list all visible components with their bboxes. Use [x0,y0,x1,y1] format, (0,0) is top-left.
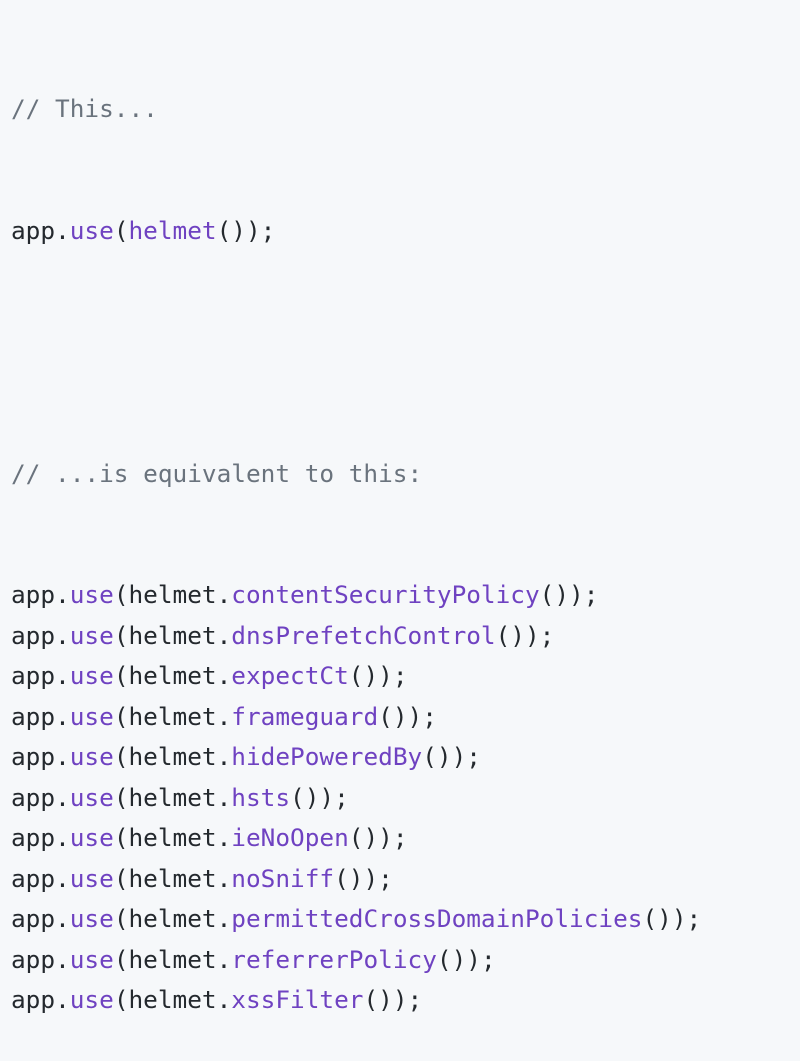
code-dot: . [55,661,70,690]
code-dot: . [55,904,70,933]
code-object: app [11,782,56,812]
code-method: use [69,823,114,852]
code-helmet-ref: (helmet. [113,823,232,852]
code-method: use [69,661,114,690]
code-helmet-ref: (helmet. [113,944,232,974]
code-helmet-ref: (helmet. [113,701,232,731]
code-method: use [69,782,114,812]
code-dot: . [55,620,70,650]
code-function: referrerPolicy [231,944,437,974]
code-helmet-ref: (helmet. [113,782,232,812]
code-method: use [69,580,114,609]
code-object: app [11,661,56,690]
code-helmet-ref: (helmet. [113,742,232,771]
code-method: use [69,215,114,245]
code-helmet-ref: (helmet. [113,661,232,690]
code-line-comment-this: // This... [11,89,800,130]
code-line-helmet-hsts: app.use(helmet.hsts()); [11,778,800,819]
code-object: app [11,620,56,650]
code-function: hidePoweredBy [231,742,423,771]
code-line-helmet-permittedCrossDomainPolicies: app.use(helmet.permittedCrossDomainPolic… [11,899,800,940]
code-paren-close: ()); [422,742,481,771]
code-paren-close: ()); [436,944,496,974]
code-line-helmet-dnsPrefetchControl: app.use(helmet.dnsPrefetchControl()); [11,616,800,657]
code-function: helmet [128,215,217,245]
code-paren-close: ()); [642,904,702,933]
code-function: expectCt [231,661,349,690]
code-dot: . [55,823,70,852]
code-function: ieNoOpen [231,823,349,852]
code-function: noSniff [231,863,335,893]
code-paren-close: ()); [539,580,599,609]
code-line-helmet-referrerPolicy: app.use(helmet.referrerPolicy()); [11,940,800,981]
code-line-helmet-hidePoweredBy: app.use(helmet.hidePoweredBy()); [11,737,800,778]
helmet-lines: app.use(helmet.contentSecurityPolicy());… [11,575,800,1021]
code-paren-close: ()); [216,215,276,245]
code-helmet-ref: (helmet. [113,863,232,893]
code-dot: . [55,580,70,609]
code-paren-close: ()); [334,863,393,893]
code-paren-close: ()); [378,701,437,731]
code-dot: . [55,701,70,731]
code-method: use [69,701,114,731]
code-line-helmet-ieNoOpen: app.use(helmet.ieNoOpen()); [11,818,800,859]
code-line-helmet-expectCt: app.use(helmet.expectCt()); [11,656,800,697]
code-helmet-ref: (helmet. [113,580,232,609]
code-paren-close: ()); [495,620,555,650]
code-dot: . [55,215,70,245]
code-dot: . [55,742,70,771]
code-line-blank [11,332,800,373]
code-function: hsts [231,782,291,812]
code-paren-close: ()); [348,823,408,852]
code-paren-close: ()); [290,782,349,812]
code-object: app [11,823,56,852]
code-method: use [69,944,114,974]
code-object: app [11,985,56,1014]
code-line-helmet-noSniff: app.use(helmet.noSniff()); [11,859,800,900]
code-helmet-ref: (helmet. [113,620,232,650]
code-dot: . [55,863,70,893]
code-line-helmet-xssFilter: app.use(helmet.xssFilter()); [11,980,800,1021]
code-function: permittedCrossDomainPolicies [231,904,643,933]
code-paren-open: ( [113,215,129,245]
code-function: frameguard [231,701,379,731]
code-object: app [11,215,56,245]
code-helmet-ref: (helmet. [113,904,232,933]
code-method: use [69,863,114,893]
code-block: // This... app.use(helmet()); // ...is e… [11,89,800,1014]
code-function: contentSecurityPolicy [231,580,540,609]
code-dot: . [55,985,70,1014]
code-object: app [11,944,56,974]
code-method: use [69,742,114,771]
code-object: app [11,742,56,771]
code-line-comment-equivalent: // ...is equivalent to this: [11,454,800,495]
code-function: xssFilter [231,985,364,1014]
code-object: app [11,904,56,933]
code-helmet-ref: (helmet. [113,985,232,1014]
code-method: use [69,620,114,650]
code-line-app-use-helmet: app.use(helmet()); [11,211,800,252]
code-method: use [69,904,114,933]
code-dot: . [55,944,70,974]
code-comment: // This... [11,94,158,123]
code-paren-close: ()); [348,661,408,690]
code-object: app [11,863,56,893]
code-paren-close: ()); [363,985,423,1014]
code-object: app [11,580,56,609]
code-method: use [69,985,114,1014]
code-dot: . [55,782,70,812]
code-line-helmet-contentSecurityPolicy: app.use(helmet.contentSecurityPolicy()); [11,575,800,616]
code-object: app [11,701,56,731]
code-function: dnsPrefetchControl [231,620,496,650]
code-line-helmet-frameguard: app.use(helmet.frameguard()); [11,697,800,738]
code-comment: // ...is equivalent to this: [11,458,423,488]
